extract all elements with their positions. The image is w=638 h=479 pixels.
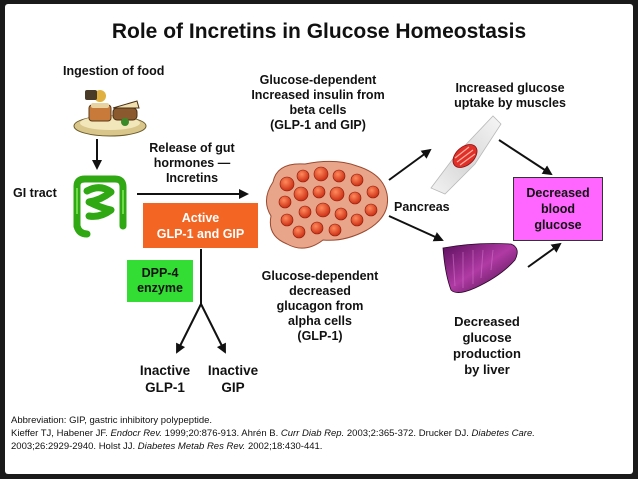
liver-line-3: production (453, 346, 521, 361)
release-line-3: Incretins (165, 171, 219, 185)
uptake-line-1: Increased glucose (455, 81, 565, 95)
diagram-art (73, 90, 562, 354)
active-line-1: Active (181, 210, 220, 225)
liver-line-1: Decreased (454, 314, 520, 329)
glucagon-line-5: (GLP-1) (297, 329, 343, 343)
liver-production-label: Decreased glucose production by liver (437, 314, 537, 378)
glucagon-line-2: decreased (289, 284, 351, 298)
insulin-line-3: beta cells (289, 103, 347, 117)
dpp-line-1: DPP-4 (141, 266, 179, 280)
liver-line-4: by liver (464, 362, 510, 377)
active-line-2: GLP-1 and GIP (156, 226, 245, 241)
blood-line-2: blood (540, 202, 575, 216)
ref-journal: Endocr Rev. (110, 428, 163, 439)
inactive-glp1-label: Inactive GLP-1 (135, 362, 195, 396)
insulin-line-1: Glucose-dependent (259, 73, 377, 87)
ref-text: 2003;26:2929-2940. Holst JJ. (11, 441, 138, 452)
ref-text: Kieffer TJ, Habener JF. (11, 428, 111, 439)
muscle-icon (430, 115, 502, 195)
release-label: Release of gut hormones — Incretins (137, 141, 247, 186)
muscle-uptake-label: Increased glucose uptake by muscles (445, 81, 575, 111)
gi-tract-label: GI tract (13, 186, 57, 200)
insulin-label: Glucose-dependent Increased insulin from… (243, 73, 393, 133)
dpp4-enzyme-box: DPP-4 enzyme (127, 260, 193, 302)
inactive-gip-line-1: Inactive (207, 363, 259, 378)
uptake-line-2: uptake by muscles (454, 96, 566, 110)
ingestion-label: Ingestion of food (63, 64, 165, 78)
liver-icon (442, 243, 518, 293)
inactive-gip-line-2: GIP (221, 380, 245, 395)
dpp-line-2: enzyme (137, 281, 183, 295)
ref-text: 2002;18:430-441. (245, 441, 323, 452)
ref-journal: Diabetes Metab Res Rev. (137, 441, 246, 452)
insulin-line-4: (GLP-1 and GIP) (270, 118, 366, 132)
active-glp1-gip-box: Active GLP-1 and GIP (143, 203, 258, 248)
glucagon-label: Glucose-dependent decreased glucagon fro… (260, 269, 380, 344)
pancreas-label: Pancreas (394, 200, 450, 214)
reference-line-1: Kieffer TJ, Habener JF. Endocr Rev. 1999… (11, 427, 631, 440)
footnote: Abbreviation: GIP, gastric inhibitory po… (11, 414, 631, 453)
release-line-2: hormones — (153, 156, 231, 170)
food-plate-icon (73, 90, 147, 137)
pancreas-icon (266, 160, 389, 249)
inactive-gip-label: Inactive GIP (203, 362, 263, 396)
decreased-blood-glucose-box: Decreased blood glucose (513, 177, 603, 241)
abbreviation-note: Abbreviation: GIP, gastric inhibitory po… (11, 415, 213, 426)
inactive-glp1-line-1: Inactive (139, 363, 191, 378)
blood-line-3: glucose (534, 218, 582, 232)
reference-line-2: 2003;26:2929-2940. Holst JJ. Diabetes Me… (11, 440, 631, 453)
gi-tract-icon (73, 175, 127, 238)
release-line-1: Release of gut (149, 141, 235, 155)
slide-title: Role of Incretins in Glucose Homeostasis (111, 20, 527, 43)
slide: Role of Incretins in Glucose Homeostasis… (5, 4, 633, 474)
ref-journal: Diabetes Care. (471, 428, 535, 439)
inactive-glp1-line-2: GLP-1 (145, 380, 185, 395)
ref-journal: Curr Diab Rep. (280, 428, 345, 439)
liver-line-2: glucose (462, 330, 512, 345)
ref-text: 1999;20:876-913. Ahrén B. (162, 428, 281, 439)
glucagon-line-4: alpha cells (288, 314, 352, 328)
insulin-line-2: Increased insulin from (251, 88, 385, 102)
ref-text: 2003;2:365-372. Drucker DJ. (344, 428, 472, 439)
glucagon-line-1: Glucose-dependent (261, 269, 379, 283)
glucagon-line-3: glucagon from (276, 299, 364, 313)
blood-line-1: Decreased (526, 186, 590, 200)
